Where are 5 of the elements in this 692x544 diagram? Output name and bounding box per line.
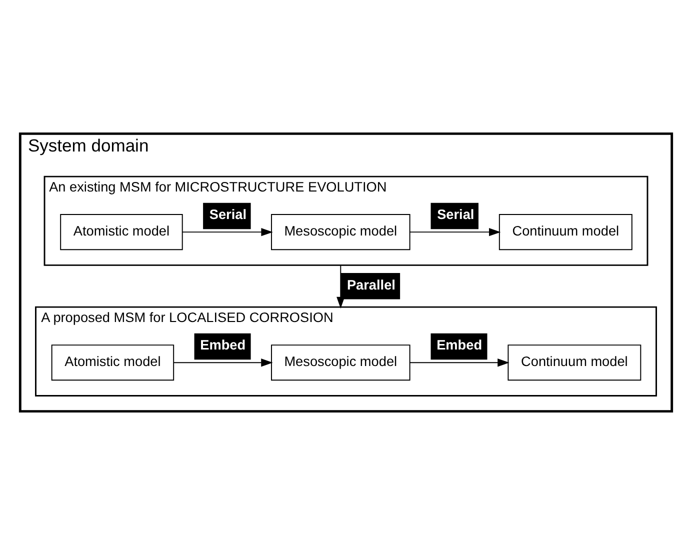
edge-label: Serial (209, 206, 247, 222)
edge-label: Embed (436, 337, 482, 352)
edge-label: Embed (200, 337, 246, 352)
edge-label: Serial (437, 206, 474, 222)
edge-label: Parallel (346, 276, 396, 292)
